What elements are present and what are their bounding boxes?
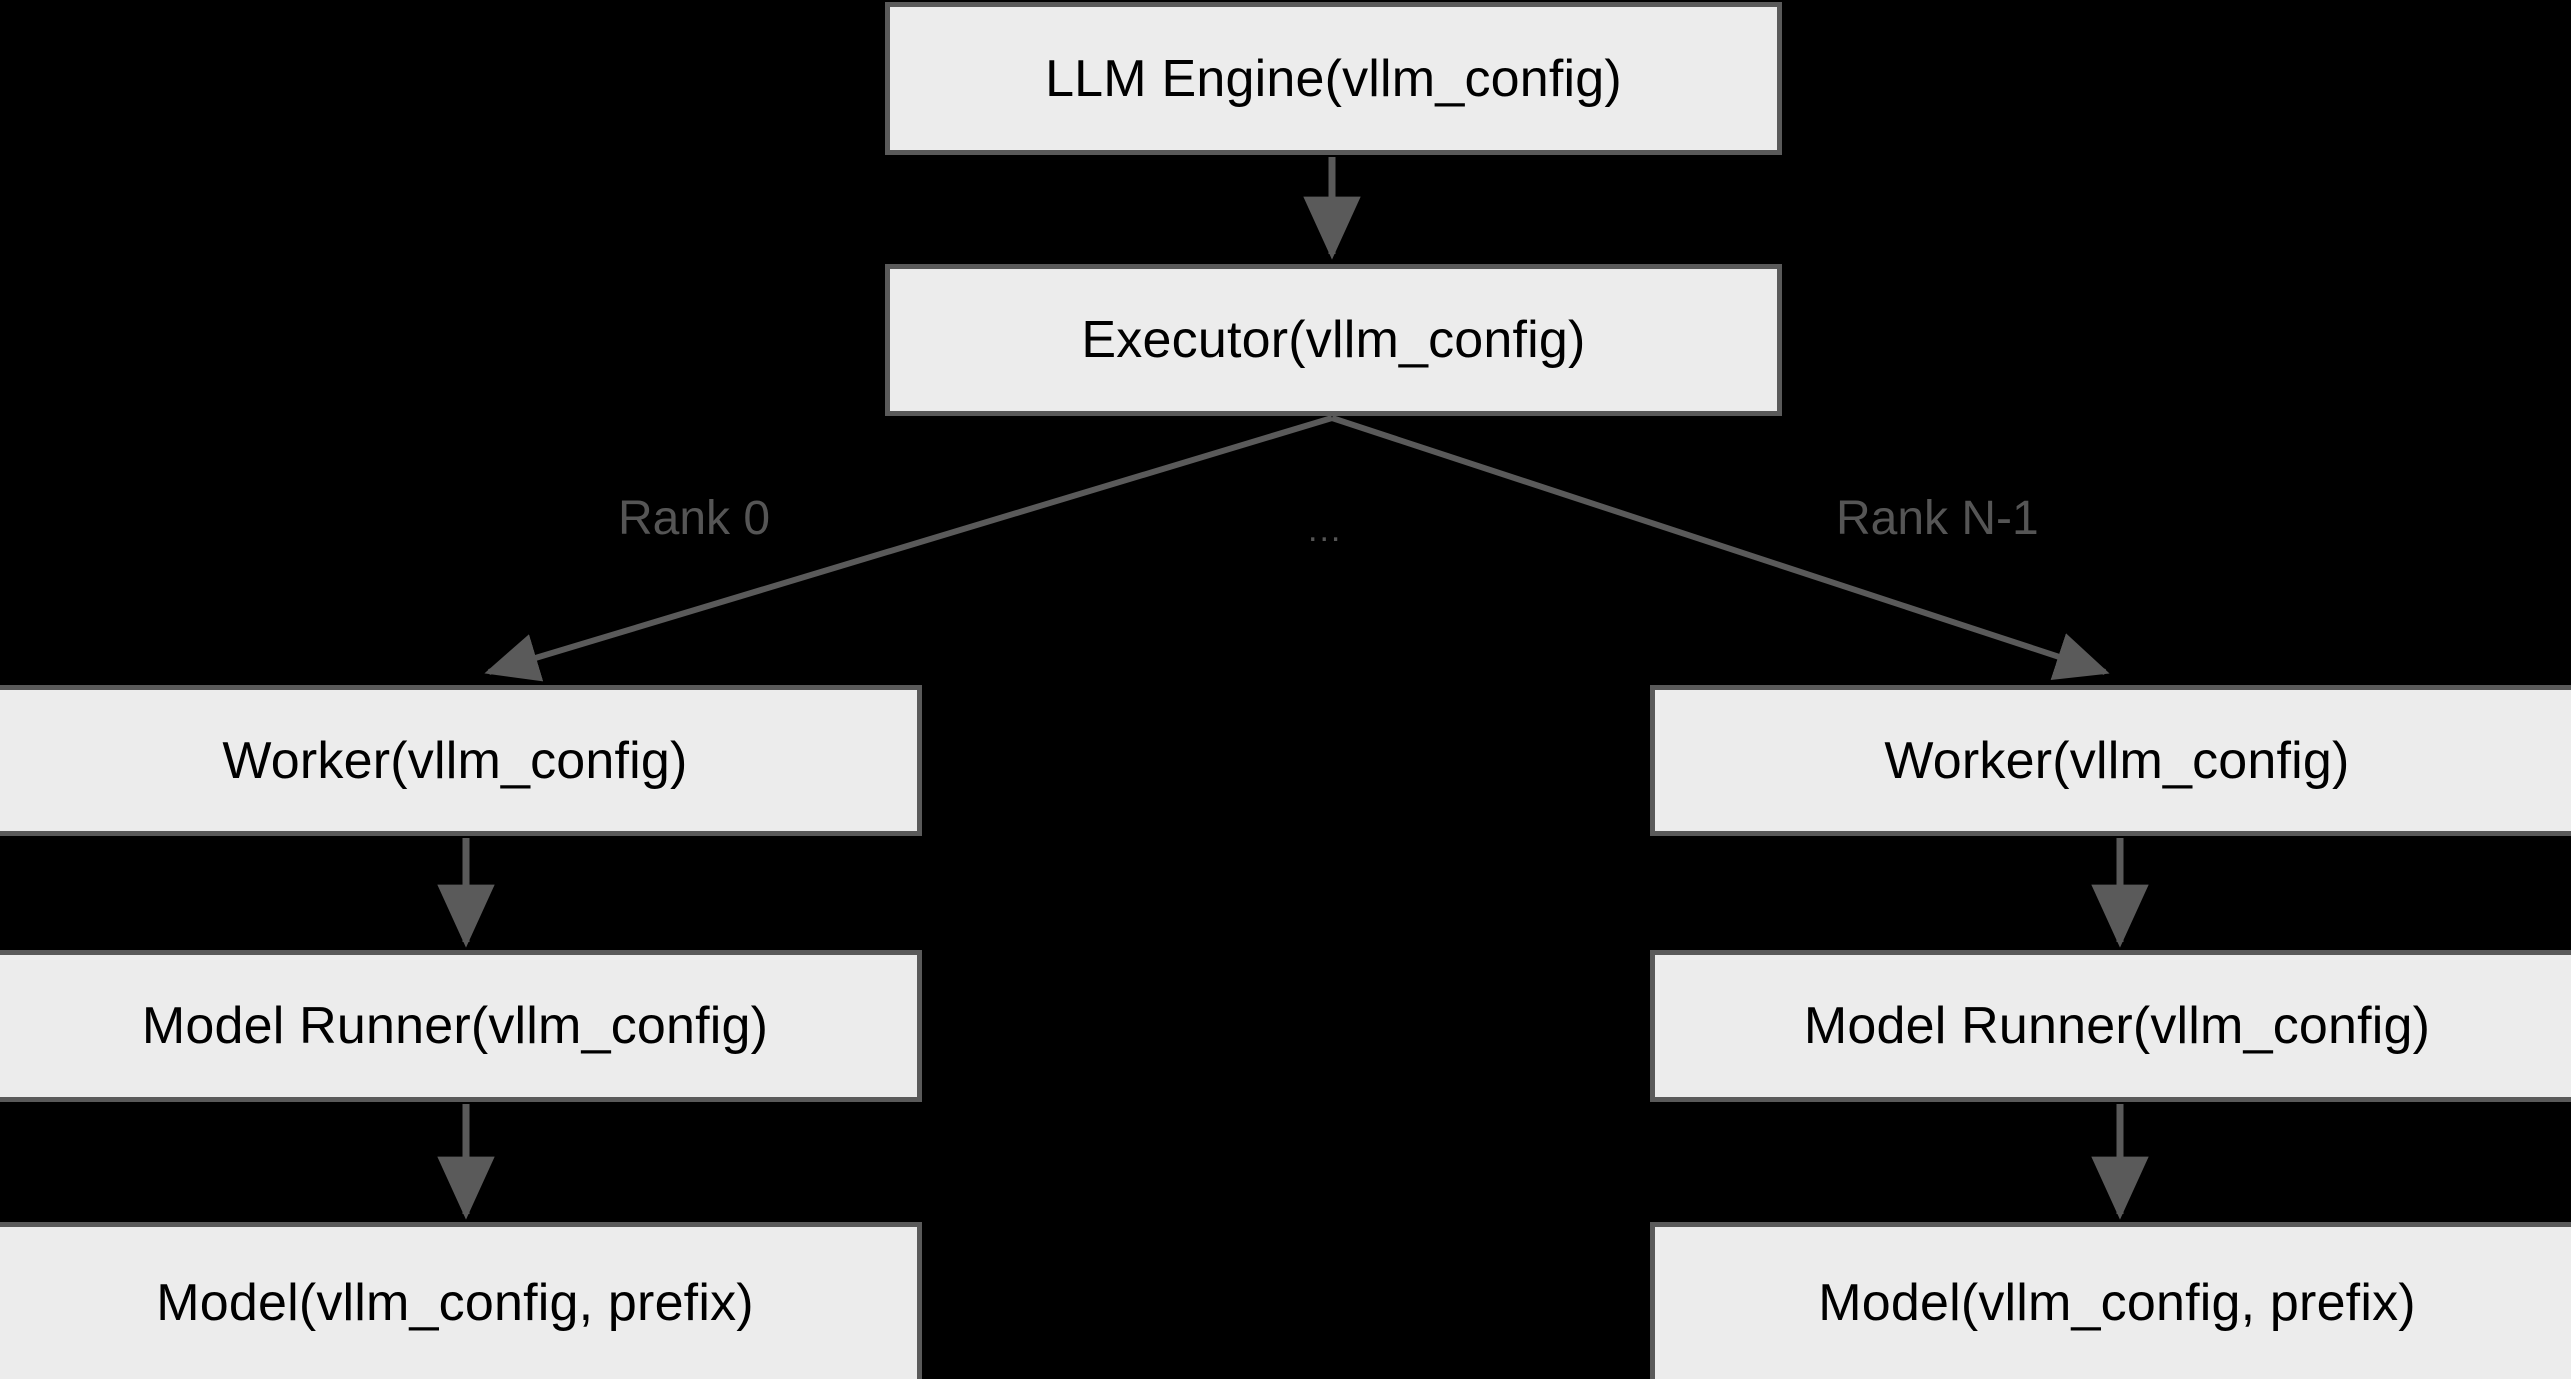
node-model-rank-n-1-label: Model(vllm_config, prefix) (1818, 1274, 2416, 1332)
node-model-runner-rank-0-label: Model Runner(vllm_config) (141, 997, 769, 1055)
node-worker-rank-0[interactable]: Worker(vllm_config) (0, 685, 922, 836)
edge-label-rank-ellipsis-text: ... (1308, 511, 1343, 549)
edge-label-rank-n-1: Rank N-1 (1836, 495, 2039, 543)
edge-label-rank-n-1-text: Rank N-1 (1836, 492, 2039, 545)
edge-executor-to-worker-right (1331, 415, 2110, 681)
node-model-rank-0-label: Model(vllm_config, prefix) (156, 1274, 754, 1332)
node-llm-engine[interactable]: LLM Engine(vllm_config) (885, 2, 1782, 155)
node-executor-label: Executor(vllm_config) (1081, 311, 1586, 369)
node-model-rank-n-1[interactable]: Model(vllm_config, prefix) (1650, 1222, 2571, 1379)
edge-label-rank-0: Rank 0 (618, 495, 770, 543)
node-worker-rank-n-1-label: Worker(vllm_config) (1884, 731, 2350, 790)
edge-executor-to-worker-left (484, 415, 1333, 682)
node-model-runner-rank-n-1[interactable]: Model Runner(vllm_config) (1650, 950, 2571, 1102)
node-worker-rank-0-label: Worker(vllm_config) (222, 731, 688, 790)
edge-label-rank-ellipsis: ... (1308, 513, 1342, 547)
edge-label-rank-0-text: Rank 0 (618, 492, 771, 545)
node-worker-rank-n-1[interactable]: Worker(vllm_config) (1650, 685, 2571, 836)
node-executor[interactable]: Executor(vllm_config) (885, 264, 1782, 416)
node-llm-engine-label: LLM Engine(vllm_config) (1045, 49, 1622, 108)
node-model-rank-0[interactable]: Model(vllm_config, prefix) (0, 1222, 922, 1379)
node-model-runner-rank-n-1-label: Model Runner(vllm_config) (1803, 997, 2431, 1055)
node-model-runner-rank-0[interactable]: Model Runner(vllm_config) (0, 950, 922, 1102)
